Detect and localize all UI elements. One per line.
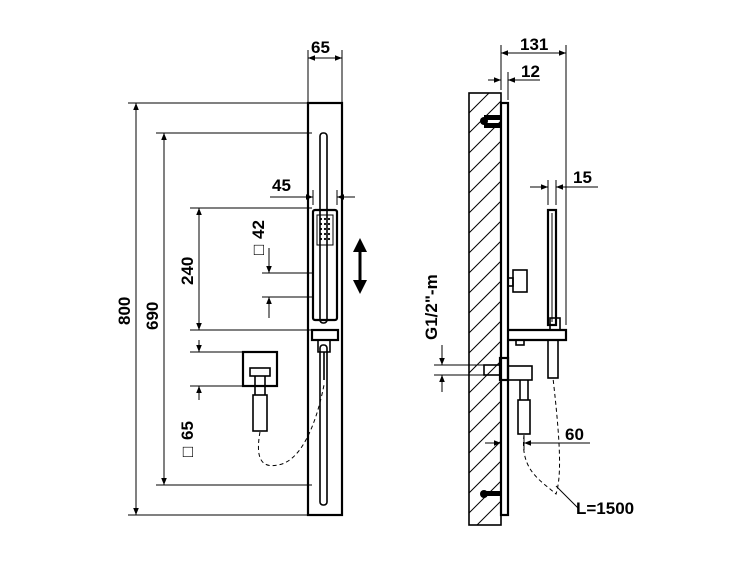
dim-240-label: 240 — [178, 257, 197, 285]
dim-800-label: 800 — [115, 297, 134, 325]
side-panel — [499, 101, 510, 517]
square-symbol-bottom: □ — [178, 447, 197, 457]
side-view: 131 12 15 G1/2"-m — [422, 35, 634, 526]
hose-length-label: L=1500 — [576, 499, 634, 518]
hose-length-callout: L=1500 — [555, 485, 634, 518]
dim-square-65: □ 65 — [178, 340, 243, 457]
dim-65-label: 65 — [311, 38, 330, 57]
bottom-bracket — [480, 490, 501, 498]
dim-131-label: 131 — [520, 35, 548, 54]
dim-65-square-label: 65 — [178, 421, 197, 440]
dim-42-label: 42 — [249, 220, 268, 239]
front-view: 65 800 690 240 45 — [115, 38, 367, 517]
front-panel — [306, 101, 344, 517]
dim-total-height: 800 — [115, 102, 308, 516]
dim-12-label: 12 — [521, 62, 540, 81]
side-hose — [523, 377, 561, 495]
dim-outlet-depth: 60 — [485, 425, 590, 450]
dim-45-label: 45 — [272, 176, 291, 195]
upper-fitting — [507, 269, 528, 293]
dim-690-label: 690 — [143, 302, 162, 330]
dim-connection: G1/2"-m — [422, 274, 500, 392]
dim-front-width: 65 — [307, 38, 343, 103]
side-hand-shower — [546, 208, 558, 327]
dim-g12-label: G1/2"-m — [422, 274, 441, 340]
dim-handshower-width: 45 — [270, 176, 355, 205]
hose — [258, 384, 325, 466]
dim-bar-height: 690 — [143, 132, 312, 486]
side-holder-arm — [508, 317, 568, 379]
dim-handshower-depth: 15 — [530, 168, 598, 205]
hand-shower — [311, 208, 339, 322]
dim-depth: 131 — [500, 35, 567, 325]
lower-slot — [319, 344, 328, 506]
dim-slider-travel: 240 — [178, 207, 312, 331]
square-symbol-top: □ — [249, 245, 268, 255]
wall — [468, 92, 502, 526]
slider-holder — [310, 328, 340, 380]
dim-square-42: □ 42 — [249, 220, 312, 318]
dim-panel-depth: 12 — [488, 62, 540, 100]
dim-60-label: 60 — [565, 425, 584, 444]
dim-15-label: 15 — [573, 168, 592, 187]
top-bracket — [480, 115, 501, 128]
slide-arrow-icon — [353, 238, 367, 294]
wall-outlet — [241, 350, 279, 432]
upper-slot — [319, 132, 328, 324]
